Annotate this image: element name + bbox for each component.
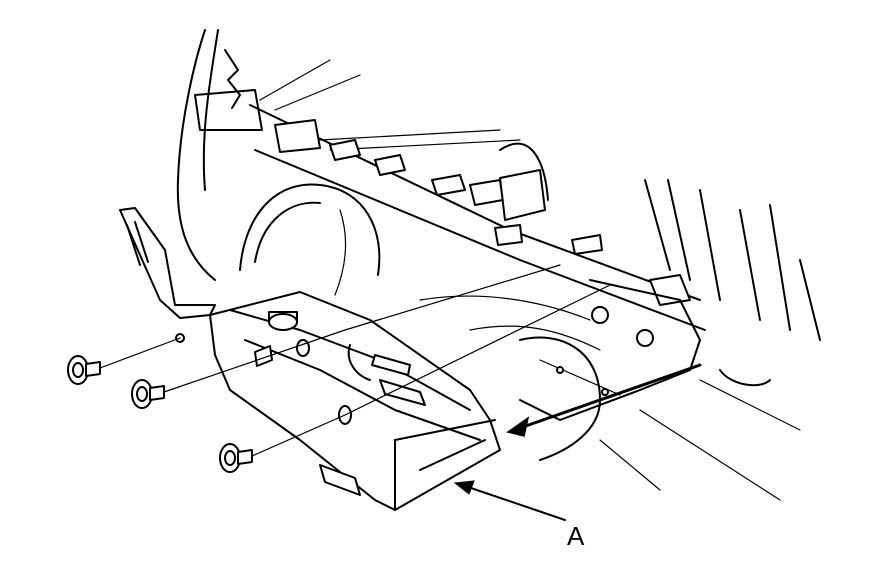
- alignment-lines: [99, 264, 611, 457]
- bolt-1: [67, 355, 101, 385]
- fastener-bolts: [67, 355, 253, 473]
- removal-direction-arrow: [506, 363, 702, 437]
- bolt-2: [131, 379, 165, 409]
- callout-label-a: A: [567, 521, 585, 551]
- callout-a-leader: [453, 480, 566, 521]
- bolt-3: [219, 443, 253, 473]
- bracket-panel-component: [119, 207, 501, 511]
- vehicle-body-structure: [176, 29, 821, 501]
